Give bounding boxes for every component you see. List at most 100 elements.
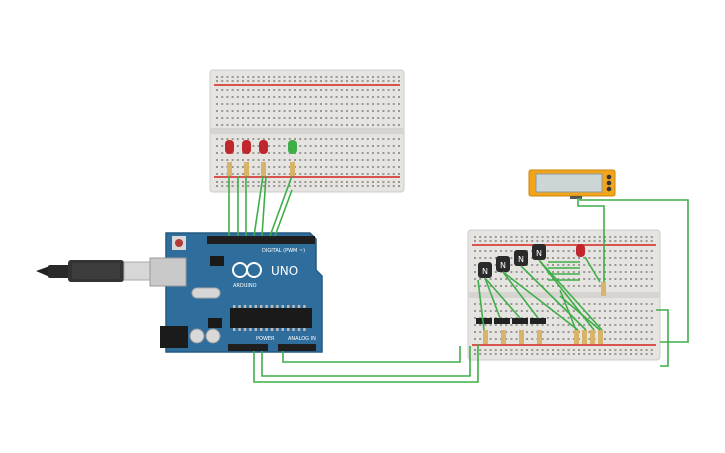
resistor[interactable] [574,330,579,344]
wire[interactable] [269,175,293,237]
wire[interactable] [520,265,587,331]
breadboard-hole [630,317,632,319]
breadboard-hole [598,271,601,273]
switch[interactable] [530,318,546,324]
resistor[interactable] [582,330,587,344]
wire[interactable] [282,346,461,363]
breadboard-hole [221,173,224,175]
breadboard-hole [474,331,476,333]
breadboard-hole [531,285,534,287]
breadboard-hole [520,310,523,312]
breadboard-hole [382,110,385,112]
switch[interactable] [494,318,510,324]
wire[interactable] [502,271,539,319]
breadboard-hole [604,240,606,242]
breadboard-hole [361,117,364,119]
breadboard-hole [510,338,513,340]
resistor[interactable] [483,330,488,344]
breadboard-hole [325,124,328,126]
breadboard-hole [304,96,307,98]
resistor[interactable] [601,282,606,296]
led[interactable] [259,140,268,154]
switch[interactable] [476,318,492,324]
resistor[interactable] [598,330,603,344]
wire[interactable] [261,346,471,377]
breadboard-hole [640,338,643,340]
breadboard-hole [479,240,482,242]
wire[interactable] [502,271,579,331]
breadboard-hole [619,353,622,355]
breadboard-hole [257,145,260,147]
breadboard-hole [226,89,229,91]
breadboard-hole [526,338,528,340]
led[interactable] [288,140,297,154]
breadboard-hole [294,181,296,183]
resistor[interactable] [244,162,249,176]
resistor[interactable] [537,330,542,344]
resistor[interactable] [261,162,266,176]
breadboard-hole [273,185,276,187]
breadboard-hole [226,110,229,112]
breadboard-hole [567,271,570,273]
breadboard-hole [588,240,591,242]
breadboard-hole [382,185,385,187]
breadboard-hole [494,303,497,305]
wire[interactable] [656,309,669,367]
wire[interactable] [559,289,577,331]
wire[interactable] [579,198,689,343]
usb-cable[interactable] [36,260,153,282]
breadboard-hole [588,338,591,340]
breadboard-hole [236,159,239,161]
wire[interactable] [477,279,485,331]
breadboard-hole [474,303,476,305]
resistor[interactable] [227,162,232,176]
resistor[interactable] [590,330,595,344]
transistor[interactable]: N [496,256,510,272]
breadboard-hole [531,240,534,242]
wire[interactable] [261,175,267,237]
breadboard-hole [557,317,560,319]
resistor[interactable] [519,330,524,344]
led[interactable] [242,140,251,154]
switch[interactable] [512,318,528,324]
transistor[interactable]: N [532,244,546,260]
resistor[interactable] [290,162,295,176]
breadboard-hole [340,166,343,168]
transistor[interactable]: N [514,250,528,266]
transistor[interactable]: N [478,262,492,278]
breadboard-hole [268,185,270,187]
wire[interactable] [484,277,501,319]
wire[interactable] [538,259,595,331]
breadboard-hole [515,303,518,305]
led[interactable] [576,244,585,257]
breadboard-hole [624,324,627,326]
arduino-board[interactable]: DIGITAL (PWM ~) UNO ARDUINO POWER ANALOG… [149,232,323,353]
breadboard-hole [356,96,359,98]
wire[interactable] [484,277,521,319]
wire[interactable] [253,344,479,383]
breadboard-hole [546,285,549,287]
breadboard-hole [630,236,632,238]
breadboard-hole [635,240,638,242]
breadboard-hole [304,117,307,119]
breadboard-hole [567,250,570,252]
wire[interactable] [538,259,603,331]
breadboard-hole [494,285,497,287]
wire[interactable] [584,256,601,283]
wire[interactable] [577,198,605,282]
breadboard-top[interactable] [209,69,405,193]
breadboard-hole [640,250,643,252]
lcd-module[interactable] [528,169,616,199]
resistor[interactable] [501,330,506,344]
breadboard-hole [309,89,312,91]
wire[interactable] [253,175,264,237]
breadboard-hole [645,264,648,266]
breadboard-right[interactable] [467,229,661,361]
wire[interactable] [559,295,601,331]
transistor-group: N N N N [478,244,546,278]
breadboard-hole [320,76,322,78]
breadboard-hole [361,173,364,175]
wire[interactable] [274,189,293,237]
led[interactable] [225,140,234,154]
breadboard-hole [557,236,560,238]
